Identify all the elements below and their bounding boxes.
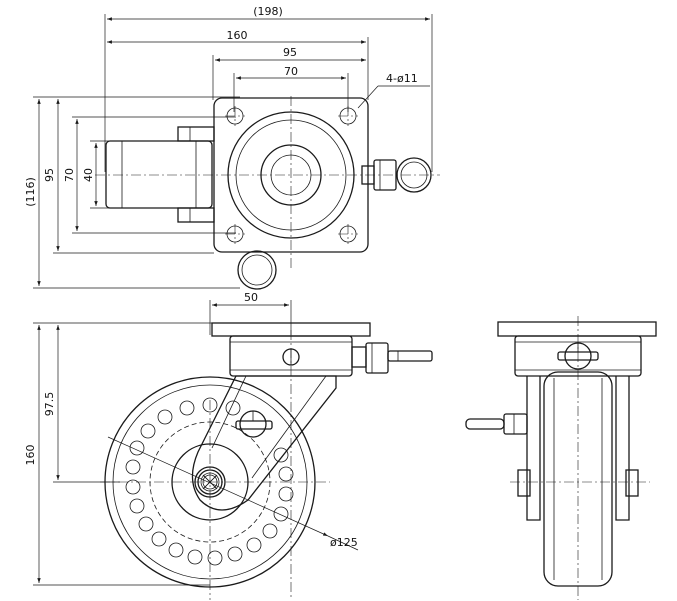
- width-160-label: 160: [227, 29, 248, 42]
- wheel-diameter-leader: ø125: [107, 436, 359, 551]
- wheel-diameter-label: ø125: [330, 536, 358, 549]
- dimension-height-97-5: 97.5: [43, 325, 120, 483]
- dimension-height-70: 70: [63, 116, 236, 234]
- top-view-wheel: [105, 140, 213, 209]
- plate-95-label: 95: [283, 46, 297, 59]
- overall-height-label: (116): [24, 177, 37, 207]
- dimension-width-160: 160: [107, 29, 369, 100]
- top-plate: [213, 97, 369, 253]
- height-40-label: 40: [82, 168, 95, 182]
- plate-height-95-label: 95: [43, 168, 56, 182]
- height-97-5-label: 97.5: [43, 392, 56, 417]
- dimension-overall-height: (116): [24, 96, 240, 289]
- dimension-overall-width: (198): [104, 5, 433, 172]
- brake-lever: [361, 157, 432, 193]
- side-view: 50 160 97.5: [24, 291, 433, 600]
- overall-width-label: (198): [253, 5, 283, 18]
- end-view-fork: [517, 376, 639, 521]
- offset-50-label: 50: [244, 291, 258, 304]
- pull-ring: [237, 250, 277, 290]
- end-view-wheel: [543, 371, 613, 587]
- total-height-160-label: 160: [24, 445, 37, 466]
- end-view-top-plate: [497, 321, 657, 337]
- dimension-height-40: 40: [82, 140, 110, 209]
- dimension-holes-70: 70: [233, 65, 349, 112]
- ball-ring: [125, 397, 294, 566]
- side-brake-lever: [351, 342, 433, 374]
- bolt-hole-leader: 4-ø11: [357, 72, 430, 109]
- bolt-holes-label: 4-ø11: [386, 72, 418, 85]
- end-view-swivel-head: [514, 335, 642, 377]
- side-view-fork: [191, 375, 337, 511]
- top-view: (198) 160 95 70 4-ø11 (11: [24, 5, 440, 290]
- dimension-total-height-160: 160: [24, 322, 230, 586]
- brake-pedal: [235, 410, 273, 438]
- swivel-bearing: [227, 111, 355, 239]
- dimension-plate-height-95: 95: [43, 99, 214, 254]
- dimension-plate-95: 95: [212, 46, 366, 100]
- end-view: [465, 316, 657, 600]
- holes-70-label: 70: [284, 65, 298, 78]
- end-view-brake-ring: [465, 413, 528, 435]
- dimension-offset-50: 50: [209, 291, 292, 335]
- height-70-label: 70: [63, 168, 76, 182]
